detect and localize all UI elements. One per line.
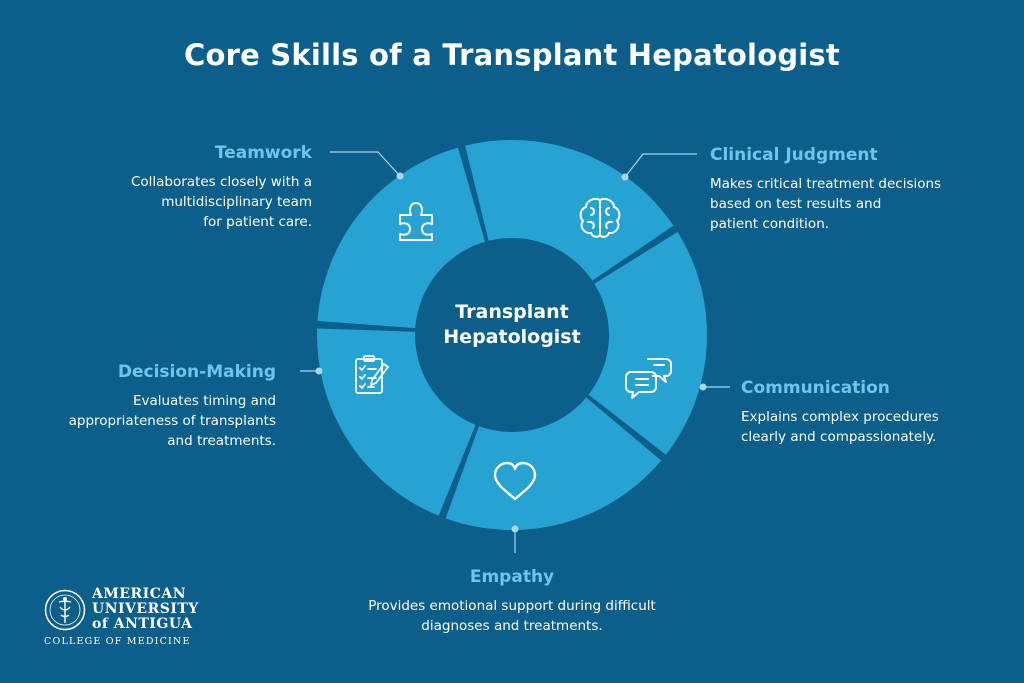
segment-teamwork: [317, 147, 486, 329]
skill-desc-line: Explains complex procedures: [741, 409, 939, 425]
skill-communication: Communication Explains complex procedure…: [741, 378, 1011, 447]
connector-dot: [511, 525, 519, 533]
logo-line1: AMERICAN: [92, 586, 187, 602]
skill-title: Clinical Judgment: [710, 145, 878, 165]
clipboard-checklist-icon: [355, 355, 389, 394]
skill-desc-line: Collaborates closely with a: [130, 174, 312, 190]
center-label-line2: Hepatologist: [443, 326, 581, 348]
puzzle-icon: [399, 202, 433, 241]
skill-clinical-judgment: Clinical Judgment Makes critical treatme…: [710, 145, 1000, 234]
skill-desc-line: patient condition.: [710, 216, 830, 232]
wheel-segments: [317, 140, 707, 531]
skill-desc-line: Evaluates timing and: [132, 393, 276, 409]
connector-teamwork: [330, 151, 401, 177]
chat-bubbles-icon: [625, 358, 672, 399]
university-logo: AMERICAN UNIVERSITY of ANTIGUA COLLEGE O…: [44, 586, 214, 648]
center-circle: [415, 238, 609, 432]
logo-line2: UNIVERSITY: [92, 601, 199, 617]
skill-desc-line: Makes critical treatment decisions: [710, 176, 942, 192]
skill-desc-line: diagnoses and treatments.: [421, 618, 603, 634]
skill-teamwork: Teamwork Collaborates closely with a mul…: [52, 143, 312, 232]
center-label-line1: Transplant: [455, 301, 569, 323]
connector-lines: [300, 151, 730, 553]
logo-line4: COLLEGE OF MEDICINE: [44, 636, 191, 647]
heart-icon: [493, 461, 537, 501]
skill-title: Empathy: [469, 567, 555, 587]
skill-desc-line: for patient care.: [203, 214, 312, 230]
seal-icon: [44, 589, 86, 631]
segment-clinical-judgment: [465, 140, 674, 282]
connector-dot: [699, 383, 707, 391]
skill-desc-line: based on test results and: [710, 196, 882, 212]
brain-icon: [579, 197, 621, 238]
skill-title: Decision-Making: [117, 362, 276, 382]
connector-dot: [621, 173, 629, 181]
connector-dots: [315, 172, 707, 533]
center-label: Transplant Hepatologist: [410, 300, 614, 350]
connector-dot: [315, 367, 323, 375]
skill-empathy: Empathy Provides emotional support durin…: [312, 567, 712, 636]
segment-communication: [586, 231, 707, 455]
skill-desc-line: and treatments.: [167, 433, 276, 449]
skill-desc-line: clearly and compassionately.: [741, 429, 937, 445]
skill-desc-line: appropriateness of transplants: [68, 413, 276, 429]
page-title: Core Skills of a Transplant Hepatologist: [184, 38, 840, 72]
skill-decision-making: Decision-Making Evaluates timing and app…: [16, 362, 276, 451]
skill-desc-line: multidisciplinary team: [161, 194, 312, 210]
connector-clinical-judgment: [624, 153, 697, 178]
skill-title: Teamwork: [214, 143, 312, 163]
connector-dot: [396, 172, 404, 180]
logo-line3: of ANTIGUA: [92, 616, 193, 632]
skill-title: Communication: [741, 378, 890, 398]
skill-desc-line: Provides emotional support during diffic…: [368, 598, 656, 614]
